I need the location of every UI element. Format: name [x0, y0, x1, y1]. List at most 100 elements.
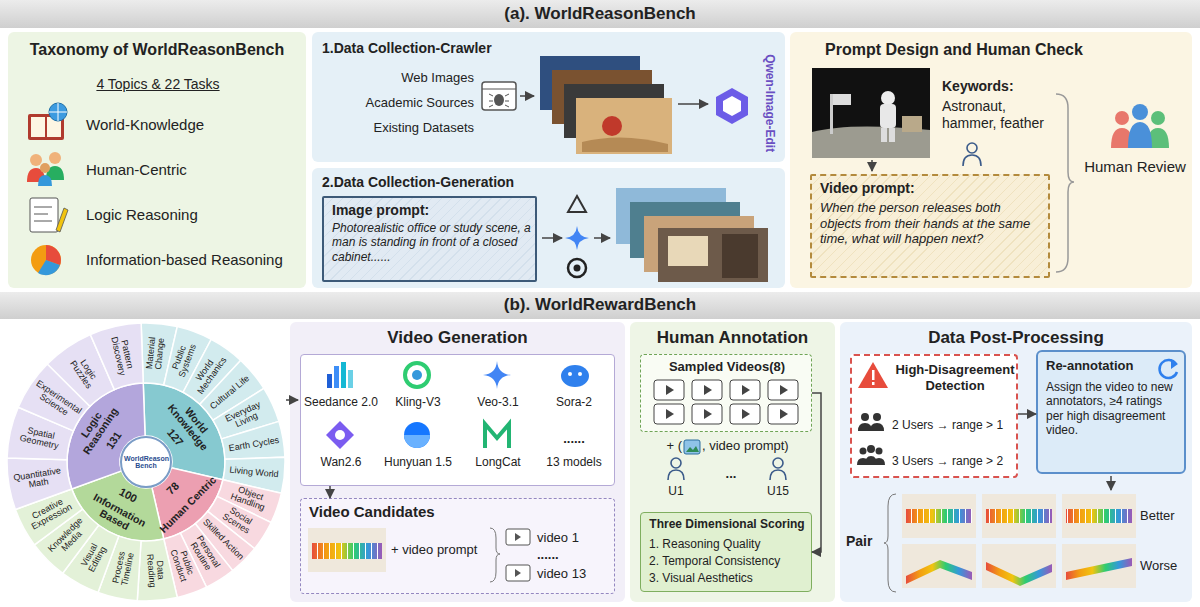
detection-icons	[867, 445, 875, 453]
model-logos	[326, 361, 589, 449]
taxonomy-icons	[40, 163, 50, 173]
task-label: Earth Cycles	[226, 435, 281, 453]
node-text: + video prompt	[391, 542, 491, 558]
node-text: LongCat	[460, 455, 536, 469]
prompt-art	[967, 143, 977, 153]
wheel-sector	[141, 323, 177, 385]
sampled-video-icons	[730, 404, 760, 424]
taxonomy-icons	[30, 154, 42, 166]
node-text: When the person releases both objects fr…	[820, 200, 1044, 247]
taxonomy-icons	[31, 117, 45, 137]
text-slot: Hunyuan 1.5	[380, 455, 456, 469]
task-label: Quantitative Math	[10, 466, 66, 493]
node-text: 4 Topics & 22 Tasks	[63, 76, 253, 93]
node-text: High-Disagreement Detection	[894, 362, 1016, 393]
scoring-box: Three Dimensional Scoring 1. Reasoning Qu…	[640, 512, 812, 592]
generation-art	[644, 216, 754, 272]
wheel-center	[121, 437, 171, 487]
node-text: Worse	[1140, 558, 1188, 574]
detection-icons	[873, 413, 881, 421]
node-text: 1. Reasoning Quality	[649, 537, 809, 551]
taxonomy-icons	[49, 103, 67, 121]
text-slot: Video prompt:	[820, 180, 1040, 197]
text-slot: + video prompt	[391, 542, 491, 558]
text-slot: Assign the video to new annotators, ≥4 r…	[1046, 380, 1182, 438]
text-slot: Data Post-Processing	[840, 328, 1192, 348]
sampled-video-icons	[704, 385, 712, 395]
prompt-art	[1115, 111, 1129, 125]
node-text: Video Candidates	[309, 503, 509, 521]
node-text: U1	[656, 484, 696, 498]
text-slot: Taxonomy of WorldReasonBench	[8, 40, 306, 59]
node-text: 13 models	[537, 455, 611, 469]
text-slot: High-Disagreement Detection	[894, 362, 1016, 393]
text-slot: Worse	[1140, 558, 1188, 574]
node-text: Human Annotation	[630, 328, 835, 348]
node-text: Academic Sources	[332, 95, 474, 111]
text-slot: Sora-2	[537, 395, 611, 409]
node-text: Sora-2	[537, 395, 611, 409]
model-logos	[334, 366, 339, 388]
sampled-video-icons	[654, 404, 684, 424]
annotator-icons	[668, 470, 684, 480]
node-text: Human Review	[1080, 158, 1190, 176]
text-slot: Three Dimensional Scoring	[641, 517, 813, 531]
node-text: Logic Reasoning	[86, 206, 301, 224]
crawler-art	[576, 98, 672, 154]
text-slot: Pair	[846, 533, 886, 550]
text-slot: Existing Datasets	[332, 120, 474, 136]
wheel-sector	[183, 339, 241, 404]
postprocess-panel: Data Post-ProcessingPairBetterWorseHigh-…	[840, 322, 1192, 602]
prompt-art	[1128, 122, 1152, 148]
sampled-video-icons	[742, 409, 750, 419]
band-header: (b). WorldRewardBench	[0, 292, 1200, 319]
annotator-icons	[770, 470, 786, 480]
crawler-art	[482, 82, 516, 110]
text-slot: Kling-V3	[380, 395, 456, 409]
sampled-video-icons	[654, 380, 684, 400]
text-slot: Human Review	[1080, 158, 1190, 176]
annotator-icons	[671, 458, 681, 468]
taxonomy-icons	[47, 117, 61, 137]
task-label: Material Change	[144, 326, 168, 382]
topic-label: Logic Reasoning	[65, 390, 127, 467]
text-slot: Seedance 2.0	[303, 395, 379, 409]
node-text: U15	[758, 484, 798, 498]
sampled-video-icons	[768, 404, 798, 424]
generation-art	[616, 188, 726, 244]
logo-text: WorldReason Bench	[124, 455, 168, 470]
taxonomy-icons	[34, 207, 52, 221]
image-prompt-box: Image prompt:Photorealistic office or st…	[322, 196, 537, 282]
sampled-video-icons	[768, 380, 798, 400]
pair-art	[884, 494, 896, 592]
prompt-art	[1147, 128, 1169, 148]
node-text: Assign the video to new annotators, ≥4 r…	[1046, 380, 1182, 438]
reannotation-icon	[1171, 359, 1178, 369]
candidate-art	[308, 528, 530, 582]
crawler-panel: 1.Data Collection-CrawlerWeb ImagesAcade…	[312, 32, 785, 162]
detection-icons	[857, 456, 885, 465]
model-logos	[327, 374, 332, 388]
wheel-sector	[200, 360, 264, 420]
generation-art	[568, 259, 586, 277]
crawler-art	[489, 94, 509, 107]
wheel-arrow	[286, 400, 298, 401]
text-slot: Wan2.6	[303, 455, 379, 469]
pair-art	[902, 494, 976, 538]
wheel-sector	[90, 323, 143, 390]
text-slot: U15	[758, 484, 798, 498]
text-slot: Keywords:	[942, 78, 1062, 95]
node-text: Seedance 2.0	[303, 395, 379, 409]
text-slot: video 13	[537, 566, 609, 582]
node-text: Video prompt:	[820, 180, 1040, 197]
wheel-sector	[208, 496, 271, 548]
prompt-art	[963, 155, 981, 166]
crawler-art	[678, 103, 708, 105]
text-slot: ......	[537, 431, 611, 447]
node-text: Photorealistic office or study scene, a …	[332, 221, 532, 264]
pair-art	[902, 544, 976, 588]
candidate-art	[515, 533, 521, 541]
node-text: ......	[537, 547, 597, 563]
pair-art	[906, 509, 972, 523]
text-slot: Video Generation	[290, 328, 625, 348]
